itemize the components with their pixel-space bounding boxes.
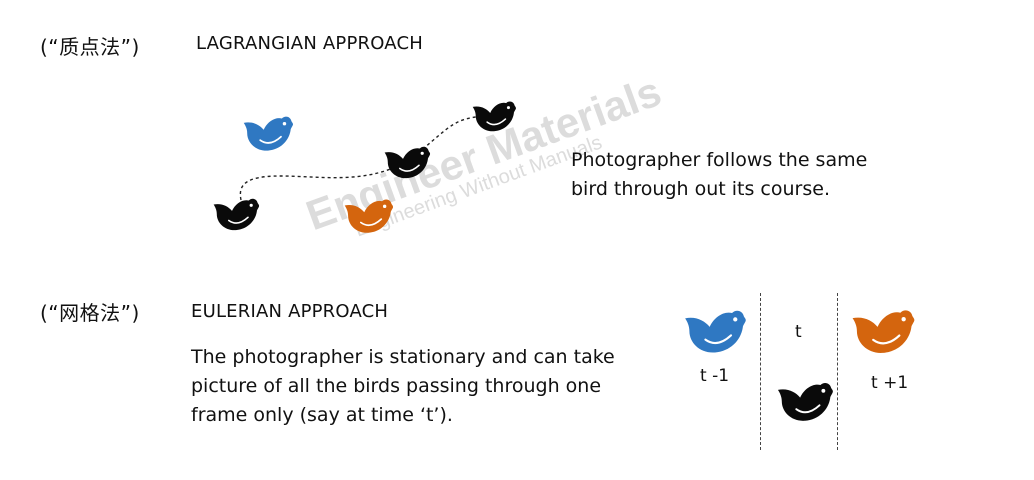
lagrangian-cn-label: (“质点法”) [40,35,140,59]
lagrangian-caption: Photographer follows the same bird throu… [571,146,867,204]
label-t: t [795,322,802,342]
eulerian-description: The photographer is stationary and can t… [191,343,615,430]
black-bird-icon [776,377,834,422]
caption-line: Photographer follows the same [571,149,868,171]
blue-bird-icon [683,304,747,354]
eulerian-heading: EULERIAN APPROACH [191,301,389,322]
description-line: frame only (say at time ‘t’). [191,404,453,426]
frame-divider-left [760,293,761,450]
eulerian-cn-label: (“网格法”) [40,301,140,325]
black-bird-icon [471,97,517,132]
description-line: The photographer is stationary and can t… [191,346,615,368]
orange-bird-icon [850,304,916,354]
label-t-minus-1: t -1 [700,366,730,386]
black-bird-icon [212,194,260,231]
blue-bird-icon [242,111,294,152]
label-t-plus-1: t +1 [871,373,909,393]
black-bird-icon [383,142,431,179]
lagrangian-heading: LAGRANGIAN APPROACH [196,33,423,54]
frame-divider-right [837,293,838,450]
description-line: picture of all the birds passing through… [191,375,602,397]
caption-line: bird through out its course. [571,178,830,200]
orange-bird-icon [343,194,394,234]
